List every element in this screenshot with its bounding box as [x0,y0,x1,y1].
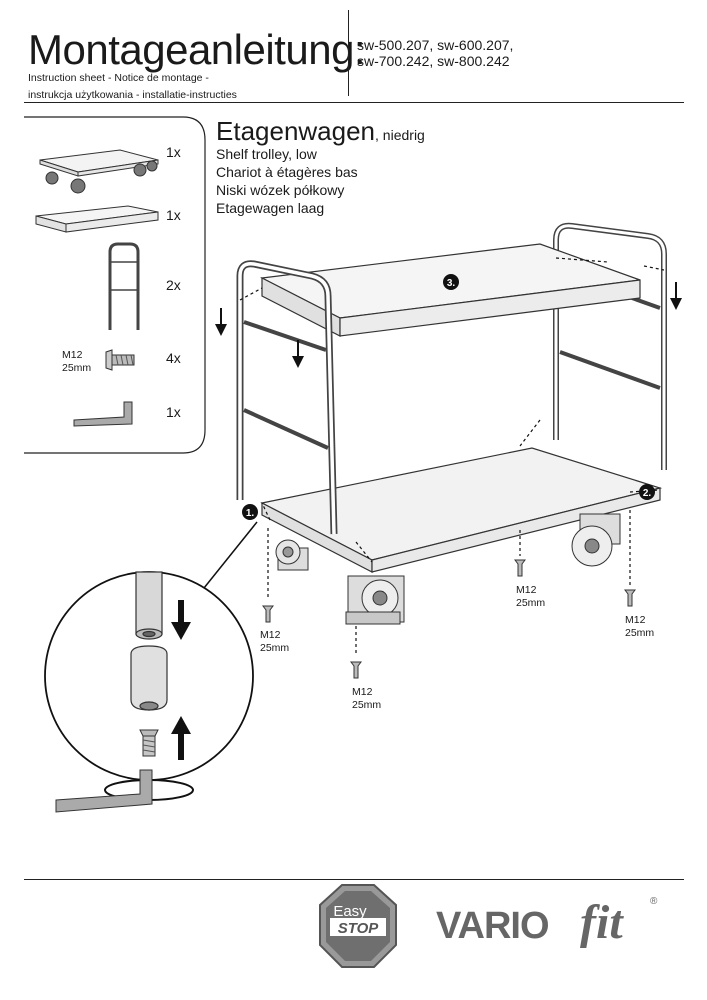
hex-key-icon [73,401,133,427]
front-handle-inner [238,262,336,535]
rear-crossbars [559,296,661,390]
down-arrow-icon [215,282,682,368]
part-qty-base: 1x [166,144,181,160]
detail-callout-line [203,521,258,589]
part-qty-handles: 2x [166,277,181,293]
subtitle-line-1: Instruction sheet - Notice de montage - [28,72,209,84]
part-qty-shelf: 1x [166,207,181,223]
screw-label-length: 25mm [625,627,655,639]
front-crossbars [243,320,329,450]
screw-label-length: 25mm [352,699,382,711]
shelf-tray-icon [35,205,159,233]
step-marker-2 [639,484,655,500]
model-numbers-line-2: sw-700.242, sw-800.242 [357,53,510,69]
product-name-en: Shelf trolley, low [216,146,317,163]
model-numbers-line-1: sw-500.207, sw-600.207, [357,37,514,53]
step-marker-3 [443,274,459,290]
detail-screw [139,729,159,757]
detail-insert-plug [130,645,168,711]
step-marker-1 [242,504,258,520]
arrow-up-icon [171,716,191,760]
caster-front-right [345,575,405,625]
page-title: Montageanleitung: [28,26,366,73]
screw-label-size: M12 [516,584,537,596]
step-label-3: 3. [447,278,456,289]
trolley-base-icon [39,149,159,194]
screw-icon [105,349,135,371]
product-name-suffix: , niedrig [375,127,425,143]
screw-label-rear-left: M12 25mm [516,584,545,610]
detail-hex-key [55,769,194,813]
screw-label-front-right: M12 25mm [352,686,381,712]
product-name-nl: Etagewagen laag [216,200,325,217]
badge-line-easy: Easy [333,903,367,920]
brand-vario: VARIO [436,905,549,947]
product-name-fr: Chariot à étagères bas [216,164,358,181]
caster-front-left [275,539,309,571]
screw-label-rear-right: M12 25mm [625,614,654,640]
rear-handle-inner [554,224,666,470]
product-title-block: Etagenwagen, niedrig Shelf trolley, low … [216,116,425,217]
product-name: Etagenwagen, niedrig [216,116,425,146]
header-divider [348,10,349,96]
screw-label-size: M12 [352,686,373,698]
bottom-shelf [260,447,663,573]
screw-spec-length: 25mm [62,362,92,374]
screw-label-front-left: M12 25mm [260,629,289,655]
handle-frame-icon [108,242,140,330]
parts-panel-outline [24,116,206,454]
detail-leg-tube [135,571,163,640]
brand-registered-mark: ® [650,896,658,907]
step-label-1: 1. [246,508,255,519]
product-name-main: Etagenwagen [216,116,376,146]
header-rule [24,102,684,103]
badge-line-stop: STOP [338,920,380,937]
easy-stop-badge-icon [319,884,397,968]
subtitle-line-2: instrukcja użytkowania - installatie-ins… [28,89,237,101]
part-qty-screws: 4x [166,350,181,366]
screw-label-size: M12 [260,629,281,641]
screw-label-size: M12 [625,614,646,626]
screw-spec-size: M12 [62,349,83,361]
screw-marker-icons [262,559,636,679]
screw-label-length: 25mm [260,642,290,654]
part-qty-hex-key: 1x [166,404,181,420]
step-label-2: 2. [643,488,652,499]
brand-fit: fit [580,896,624,949]
screw-label-length: 25mm [516,597,546,609]
caster-rear-right [571,513,621,567]
dashed-guides [239,257,665,656]
product-name-pl: Niski wózek półkowy [216,182,345,199]
screw-spec-label: M12 25mm [62,349,91,375]
footer-rule [24,879,684,880]
arrow-down-icon [171,600,191,640]
